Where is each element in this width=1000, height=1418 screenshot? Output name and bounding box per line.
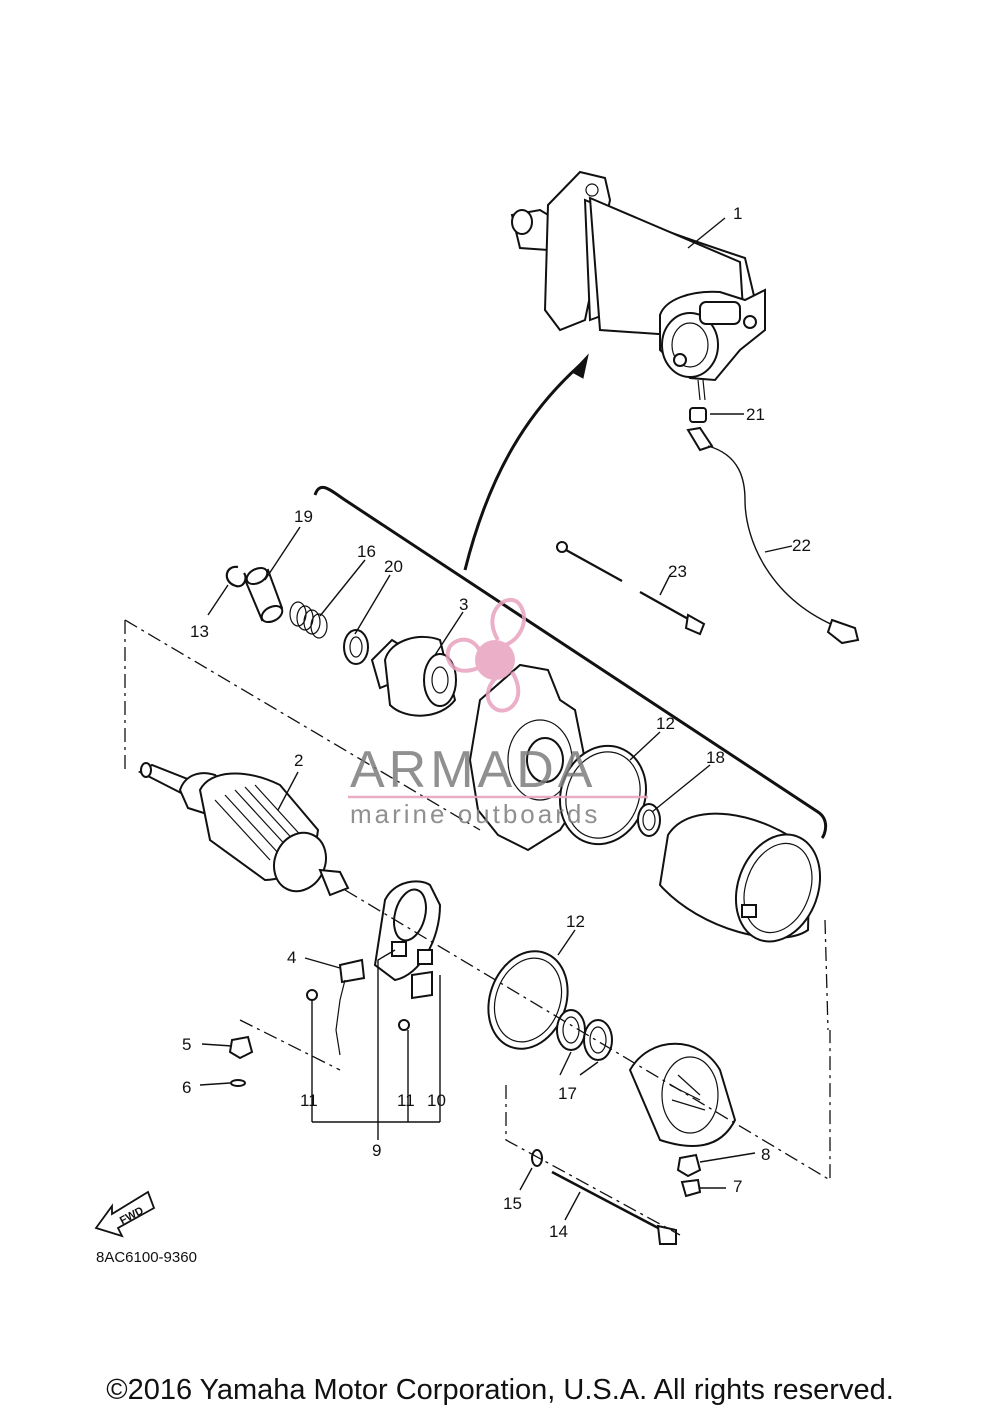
callout-3: 3 [459,595,468,614]
copyright-notice: ©2016 Yamaha Motor Corporation, U.S.A. A… [106,1374,894,1406]
callout-19: 19 [294,507,313,526]
callout-5: 5 [182,1035,191,1054]
callout-16: 16 [357,542,376,561]
diagram-code: 8AC6100-9360 [96,1249,197,1266]
callout-7: 7 [733,1177,742,1196]
collar [244,566,284,624]
callout-8: 8 [761,1145,770,1164]
callout-12-upper: 12 [656,714,675,733]
propeller-logo-icon [445,598,526,713]
starter-motor-assembly [510,170,766,401]
watermark-brand: ARMADA [350,741,596,799]
fwd-arrow-icon: FWD [94,1190,156,1238]
yoke-housing [658,812,822,943]
leader-lines [199,217,793,1221]
callout-6: 6 [182,1078,191,1097]
callout-21: 21 [746,405,765,424]
callout-22: 22 [792,536,811,555]
brush-plate [306,880,442,1056]
callout-23: 23 [668,562,687,581]
callout-11-right: 11 [397,1091,415,1110]
callout-20: 20 [384,557,403,576]
spring [289,601,328,639]
callout-10: 10 [427,1091,446,1110]
armada-watermark: ARMADA marine outboards [348,598,648,829]
callout-9: 9 [372,1141,381,1160]
callout-1: 1 [733,204,742,223]
watermark-tagline: marine outboards [350,799,600,829]
armature [137,762,350,897]
callout-12-lower: 12 [566,912,585,931]
pinion-clutch [370,635,457,717]
callout-14: 14 [549,1222,568,1241]
callout-11-left: 11 [300,1091,318,1110]
lead-set [556,541,706,636]
callout-15: 15 [503,1194,522,1213]
callout-4: 4 [287,948,296,967]
lead-wire [686,407,860,645]
callout-2: 2 [294,751,303,770]
rear-cover [628,1042,737,1147]
callout-18: 18 [706,748,725,767]
callout-13: 13 [190,622,209,641]
callout-17: 17 [558,1084,577,1103]
